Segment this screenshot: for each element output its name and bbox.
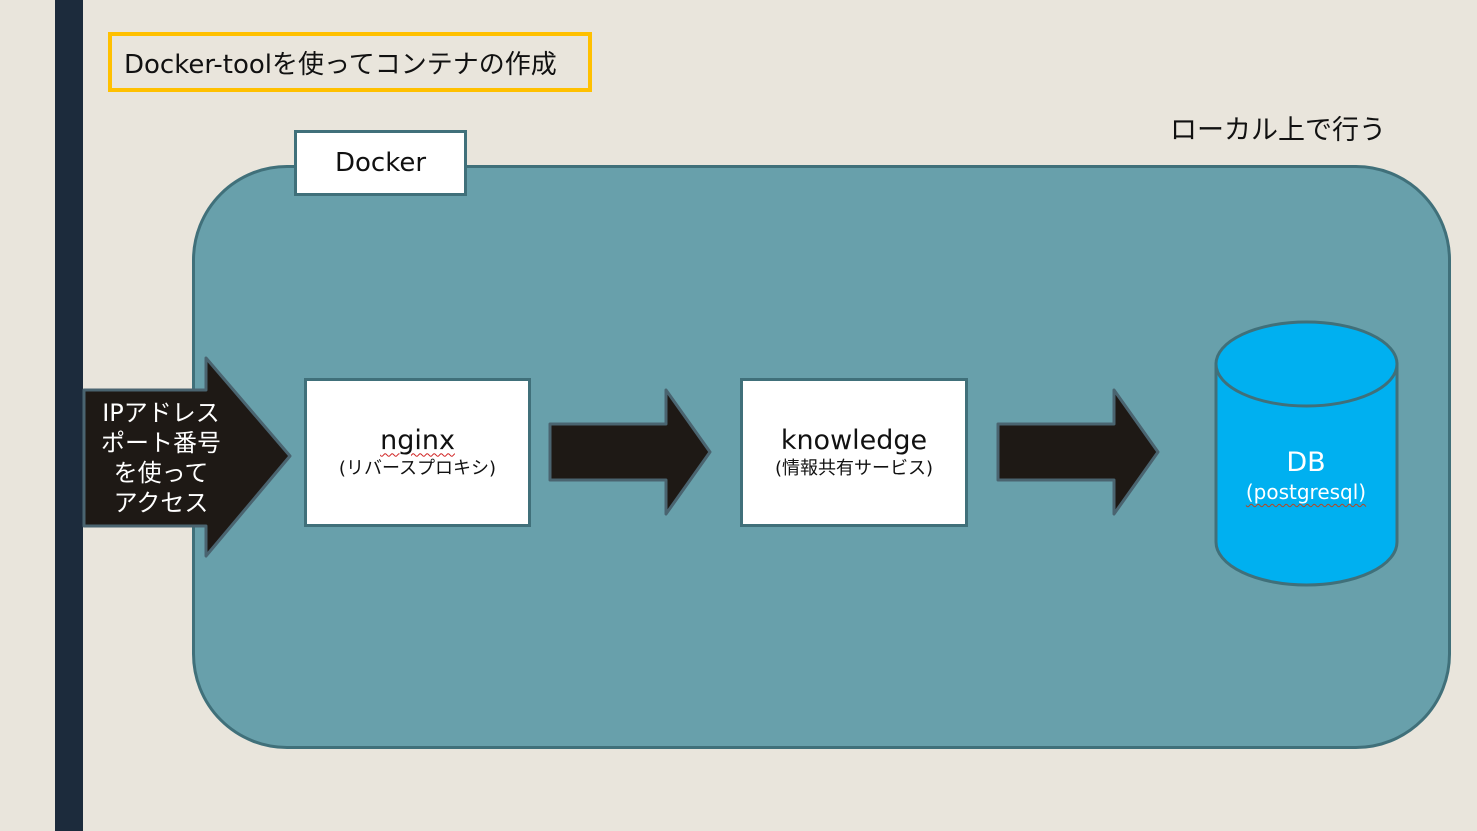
slide-title: Docker-toolを使ってコンテナの作成	[108, 32, 592, 92]
knowledge-node: knowledge (情報共有サービス)	[740, 378, 968, 527]
docker-label: Docker	[294, 130, 467, 196]
knowledge-sub: (情報共有サービス)	[774, 457, 934, 479]
access-description: IPアドレス ポート番号 を使って アクセス	[86, 398, 236, 518]
nginx-sub: (リバースプロキシ)	[338, 457, 497, 479]
db-name: DB	[1286, 447, 1326, 478]
location-note: ローカル上で行う	[1170, 115, 1386, 146]
db-node: DB (postgresql)	[1216, 446, 1396, 504]
knowledge-to-db-arrow	[996, 388, 1160, 516]
nginx-name: nginx	[380, 424, 455, 456]
access-line-4: アクセス	[113, 489, 209, 517]
docker-label-text: Docker	[334, 148, 427, 178]
database-cylinder-icon	[1214, 320, 1399, 587]
slide-left-bar	[55, 0, 83, 831]
db-sub: (postgresql)	[1245, 480, 1367, 504]
access-line-1: IPアドレス	[102, 399, 220, 427]
knowledge-name: knowledge	[780, 424, 928, 456]
nginx-node: nginx (リバースプロキシ)	[304, 378, 531, 527]
access-line-3: を使って	[113, 459, 209, 487]
access-arrow	[82, 356, 292, 558]
nginx-to-knowledge-arrow	[548, 388, 712, 516]
access-line-2: ポート番号	[101, 429, 221, 457]
slide-title-text: Docker-toolを使ってコンテナの作成	[124, 49, 557, 80]
